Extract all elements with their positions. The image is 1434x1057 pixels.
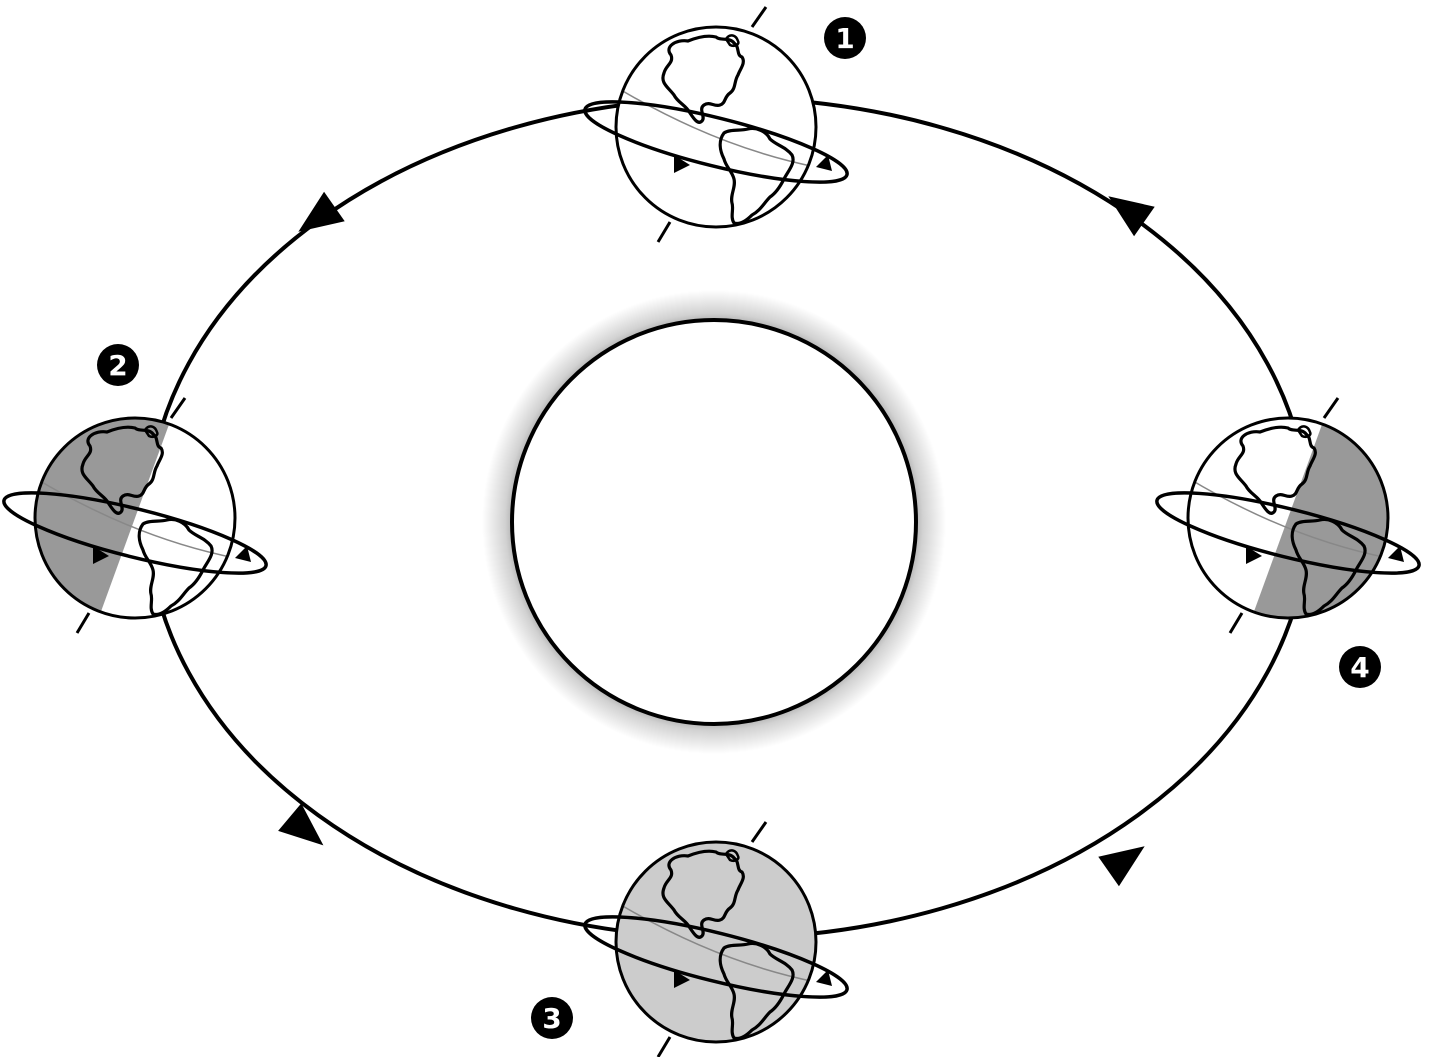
badge-4: 4	[1339, 646, 1381, 688]
badge-1: 1	[824, 17, 866, 59]
axis-south	[658, 222, 670, 242]
badge-number: 1	[835, 22, 854, 55]
badge-2: 2	[97, 344, 139, 386]
earth-4	[1151, 398, 1425, 633]
badge-number: 4	[1350, 651, 1369, 684]
axis-north	[1324, 398, 1338, 418]
badge-number: 3	[542, 1002, 561, 1035]
axis-north	[752, 7, 766, 27]
axis-south	[658, 1037, 670, 1057]
orbit-arrow-4	[1098, 831, 1155, 886]
axis-north	[171, 398, 185, 418]
badge-number: 2	[108, 349, 127, 382]
axis-south	[1230, 613, 1242, 633]
axis-north	[752, 822, 766, 842]
orbit-arrow-3	[278, 803, 335, 859]
badge-3: 3	[531, 997, 573, 1039]
earth-2	[0, 398, 272, 633]
sun	[482, 290, 946, 754]
earth-1	[579, 7, 853, 242]
earth-3	[579, 822, 853, 1057]
axis-south	[77, 613, 89, 633]
